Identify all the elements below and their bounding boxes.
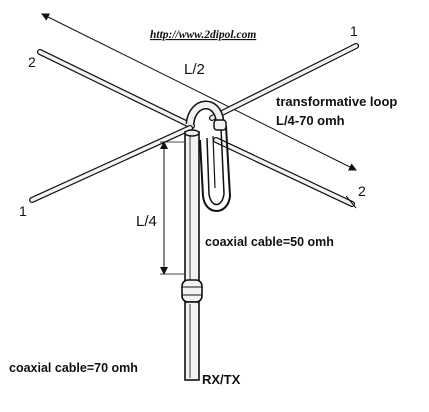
- loop-title: transformative loop: [276, 94, 397, 109]
- loop-spec: L/4-70 omh: [276, 113, 345, 128]
- end-label-1-bottom-left: 1: [19, 203, 27, 219]
- end-label-1-top-right: 1: [350, 23, 358, 39]
- transformative-loop: [185, 100, 232, 212]
- coaxial-cable-50: [184, 129, 200, 283]
- rxtx-label: RX/TX: [202, 372, 241, 387]
- coax-50-label: coaxial cable=50 omh: [205, 235, 334, 249]
- half-wave-label: L/2: [184, 61, 205, 78]
- end-label-2-bottom-right: 2: [358, 183, 366, 199]
- half-wave-dimension-arrow: [41, 13, 357, 171]
- dipole-arm-lower-right: [213, 137, 355, 207]
- coaxial-cable-70: [184, 301, 200, 381]
- quarter-wave-label: L/4: [136, 213, 157, 230]
- website-url: http://www.2dipol.com: [150, 29, 256, 41]
- dipole-arm-upper-left: [37, 49, 195, 129]
- end-label-2-top-left: 2: [28, 54, 36, 70]
- dipole-arm-upper-right: [209, 43, 359, 121]
- cable-connector: [181, 279, 203, 303]
- coax-70-label: coaxial cable=70 omh: [9, 361, 138, 375]
- dipole-arm-lower-left: [29, 125, 193, 203]
